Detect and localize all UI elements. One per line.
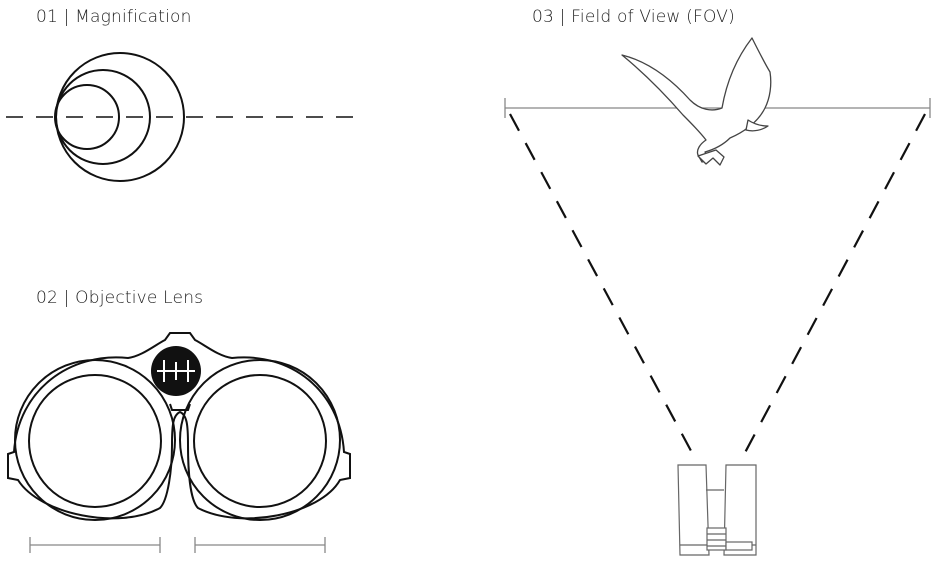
- field-of-view-title: 03 | Field of View (FOV): [532, 7, 735, 27]
- field-of-view-diagram: [504, 37, 931, 556]
- fov-right-ray: [739, 113, 926, 463]
- objective-lens-diagram: [7, 332, 351, 553]
- magnification-title: 01 | Magnification: [36, 7, 192, 27]
- magnification-diagram: [6, 52, 362, 182]
- objective-lens-title: 02 | Objective Lens: [36, 288, 204, 308]
- right-objective-lens: [193, 374, 327, 508]
- left-objective-lens: [28, 374, 162, 508]
- logo-icon: [151, 346, 201, 396]
- binocular-front-outline: [7, 332, 351, 520]
- left-objective-rim: [14, 359, 176, 521]
- right-lens-diameter-marker: [194, 537, 326, 553]
- left-lens-diameter-marker: [29, 537, 161, 553]
- binoculars-icon: [677, 464, 757, 556]
- right-objective-rim: [179, 359, 341, 521]
- bird-icon: [621, 37, 772, 166]
- hinge-notch: [169, 403, 191, 411]
- magnification-circle-small: [54, 84, 120, 150]
- fov-left-ray: [509, 113, 698, 463]
